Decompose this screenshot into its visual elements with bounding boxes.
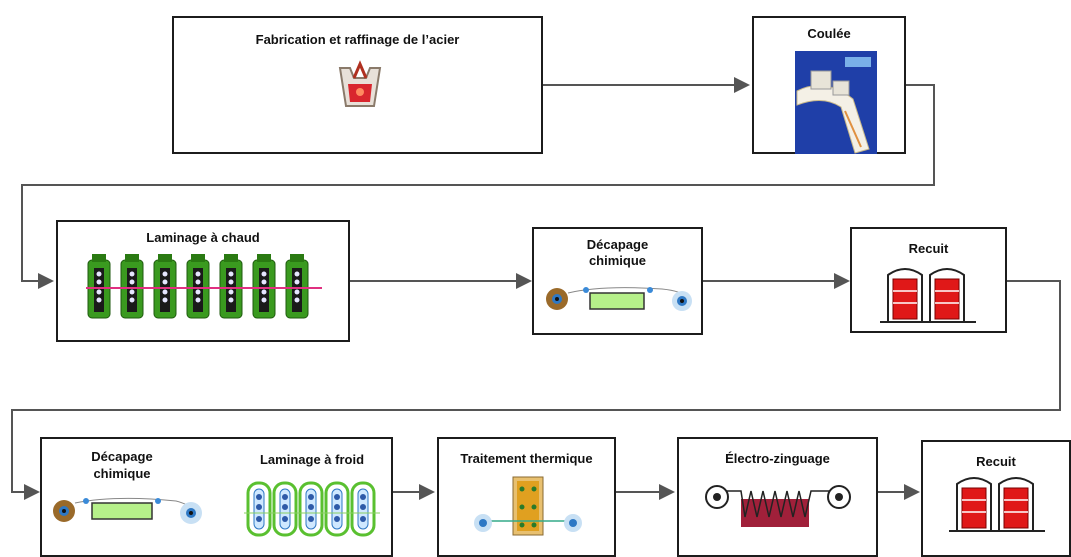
- heat-treatment-icon: [474, 476, 582, 536]
- step-laminage-chaud-label: Laminage à chaud: [146, 230, 260, 245]
- process-flow-diagram: Fabrication et raffinage de l’acier Coul…: [11, 16, 1071, 557]
- step-recuit-1-label: Recuit: [908, 241, 949, 256]
- cold-rolling-stand: [298, 481, 324, 537]
- step-recuit-2: Recuit: [921, 440, 1071, 557]
- rolling-stand: [186, 254, 210, 319]
- step-recuit-2-label: Recuit: [976, 454, 1016, 469]
- connector-lines: [11, 77, 1061, 500]
- step-traitement-thermique: Traitement thermique: [437, 437, 616, 557]
- electro-galvanizing-icon: [705, 485, 851, 527]
- step-coulee-label: Coulée: [807, 26, 851, 41]
- cold-rolling-stand: [272, 481, 298, 537]
- cold-rolling-stand: [324, 481, 350, 537]
- step-coulee: Coulée: [752, 16, 906, 154]
- step-electro-label: Électro-zinguage: [725, 451, 830, 466]
- rolling-stand: [120, 254, 144, 319]
- pickling-icon: [546, 287, 692, 311]
- arrow-recuit-to-row3: [11, 280, 1061, 500]
- cold-rolling-icon: [244, 481, 380, 537]
- step-laminage-chaud: Laminage à chaud: [56, 220, 350, 342]
- step-decapage-2-label-line2: chimique: [93, 466, 151, 481]
- step-fabrication-label: Fabrication et raffinage de l’acier: [255, 32, 460, 47]
- annealing-furnace-icon: [880, 268, 976, 323]
- step-laminage-froid-label: Laminage à froid: [259, 452, 365, 467]
- rolling-stands-icon: [86, 254, 322, 319]
- rolling-stand: [219, 254, 243, 319]
- step-traitement-label: Traitement thermique: [460, 451, 593, 466]
- cold-rolling-stand: [246, 481, 272, 537]
- step-decapage-laminage-froid: Décapage chimique Laminage à froid: [40, 437, 393, 557]
- step-decapage-1-label-line1: Décapage: [586, 237, 649, 252]
- step-decapage-1-label-line2: chimique: [588, 253, 647, 268]
- step-recuit-1: Recuit: [850, 227, 1007, 333]
- step-decapage-1: Décapage chimique: [532, 227, 703, 335]
- step-electro-zinguage: Électro-zinguage: [677, 437, 878, 557]
- rolling-stand: [87, 254, 111, 319]
- rolling-stand: [153, 254, 177, 319]
- rolling-stand: [285, 254, 309, 319]
- step-decapage-2-label-line1: Décapage: [91, 449, 153, 464]
- arrow-coulee-to-laminage: [21, 84, 935, 289]
- rolling-stand: [252, 254, 276, 319]
- pickling-icon-2: [53, 497, 202, 524]
- cold-rolling-stand: [350, 481, 376, 537]
- annealing-furnace-icon-2: [949, 477, 1045, 532]
- furnace-icon: [338, 60, 382, 107]
- step-fabrication: Fabrication et raffinage de l’acier: [172, 16, 543, 154]
- casting-icon: [795, 51, 877, 154]
